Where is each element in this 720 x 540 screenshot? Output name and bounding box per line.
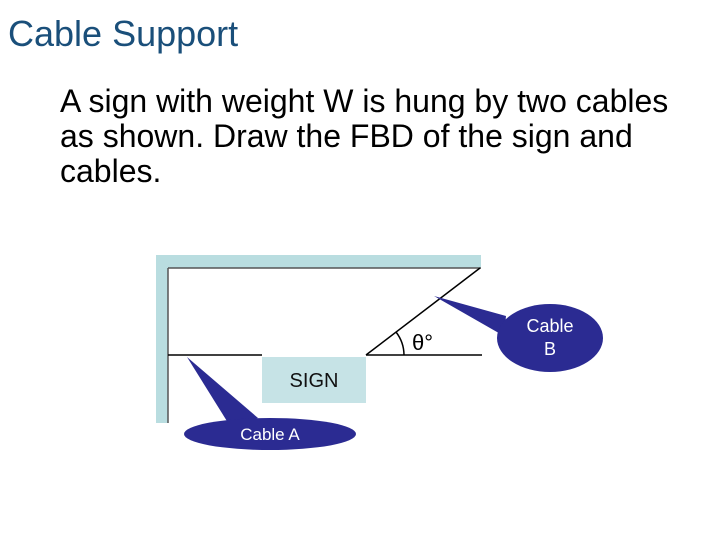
sign-label: SIGN xyxy=(290,370,339,392)
callout-b-bubble xyxy=(497,304,603,372)
callout-b-label-line2: B xyxy=(544,339,556,359)
angle-arc xyxy=(395,331,405,356)
callout-a-pointer xyxy=(187,357,258,426)
slide-title: Cable Support xyxy=(8,13,239,54)
callout-a-bubble xyxy=(184,418,356,450)
callout-b-label-line1: Cable xyxy=(526,316,573,336)
sign xyxy=(262,357,366,403)
ceiling-support xyxy=(156,255,481,268)
callout-a-label: Cable A xyxy=(240,425,300,444)
cable-b xyxy=(365,267,481,356)
angle-label: θ° xyxy=(412,330,433,355)
slide-body-text: A sign with weight W is hung by two cabl… xyxy=(60,83,669,190)
wall-support xyxy=(156,255,168,423)
callout-b-pointer xyxy=(434,296,506,336)
